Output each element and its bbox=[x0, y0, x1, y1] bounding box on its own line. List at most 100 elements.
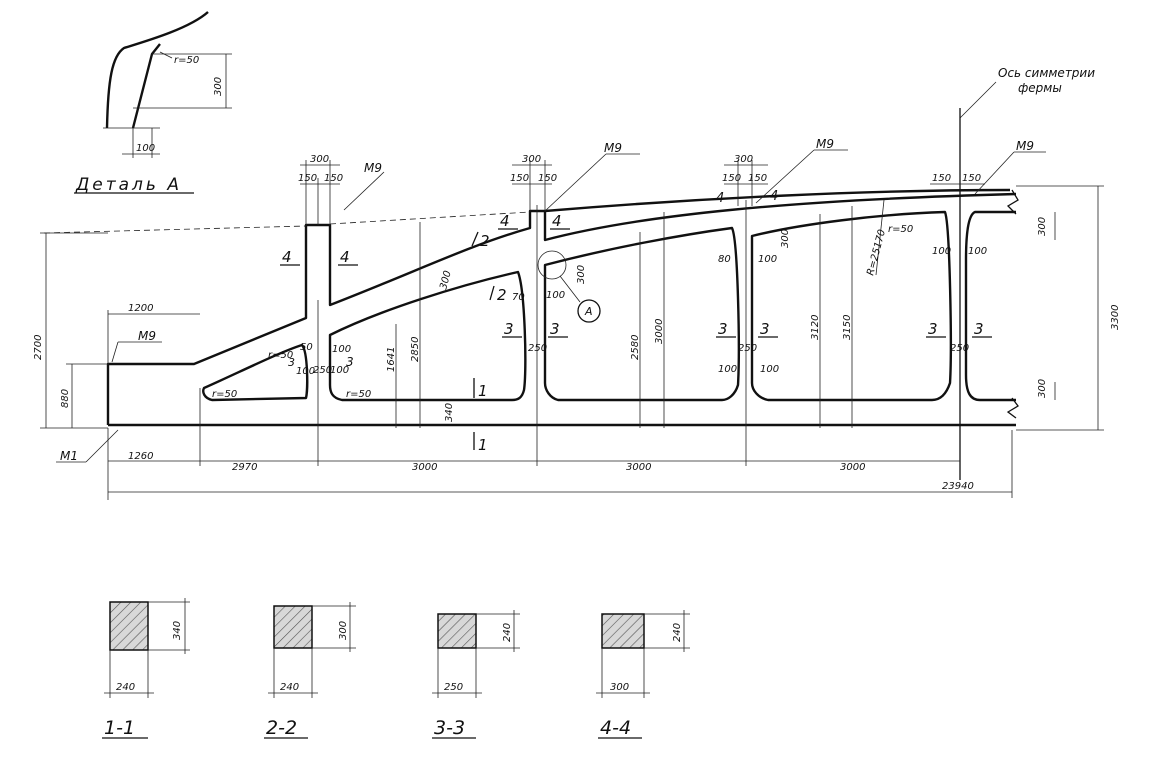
sec4-title: 4-4 bbox=[600, 717, 631, 739]
mark-3-g: 3 bbox=[346, 355, 354, 369]
dim-300-chord: 300 bbox=[438, 269, 454, 290]
r50-panel1b: r=50 bbox=[268, 350, 293, 361]
dim-340: 340 bbox=[444, 403, 455, 422]
p4-left: 150 bbox=[932, 173, 951, 184]
p3-right: 150 bbox=[748, 173, 767, 184]
mark-4-e: 4 bbox=[716, 191, 724, 206]
dim-1641: 1641 bbox=[386, 347, 397, 372]
radius-big: R=25170 bbox=[865, 228, 888, 276]
dim-1200: 1200 bbox=[128, 303, 153, 314]
p2-top: 300 bbox=[522, 154, 541, 165]
dim-100-h: 100 bbox=[932, 246, 951, 257]
dim-250-a: 250 bbox=[313, 365, 332, 376]
mark-3-a: 3 bbox=[504, 320, 514, 338]
mark-4-a: 4 bbox=[282, 248, 292, 266]
p1-right: 150 bbox=[324, 173, 343, 184]
detail-radius-label: r=50 bbox=[174, 55, 199, 66]
dim-total: 23940 bbox=[942, 481, 974, 492]
truss-outline bbox=[43, 188, 1019, 427]
sec2-width: 240 bbox=[280, 682, 299, 693]
m9-label-top-left: М9 bbox=[364, 161, 382, 175]
detail-title: Деталь А bbox=[75, 175, 182, 195]
sec2-title: 2-2 bbox=[266, 717, 297, 739]
dim-100-c: 100 bbox=[332, 344, 351, 355]
detail-height-label: 300 bbox=[213, 77, 224, 96]
dim-3000-c: 3000 bbox=[840, 462, 865, 473]
dim-250-b: 250 bbox=[528, 343, 547, 354]
detail-a: r=50 300 100 Деталь А bbox=[74, 11, 232, 195]
sec4-width: 300 bbox=[610, 682, 629, 693]
dim-100-b: 100 bbox=[330, 365, 349, 376]
dim-100-i: 100 bbox=[968, 246, 987, 257]
sec1-width: 240 bbox=[116, 682, 135, 693]
section-4-4: 240 300 4-4 bbox=[596, 610, 690, 739]
sec1-height: 340 bbox=[172, 621, 183, 640]
dim-50: 50 bbox=[300, 342, 313, 353]
sec2-height: 300 bbox=[338, 621, 349, 640]
m9-label-3: М9 bbox=[1016, 139, 1034, 153]
p3-left: 150 bbox=[722, 173, 741, 184]
section-3-3: 240 250 3-3 bbox=[432, 610, 520, 739]
dim-3150: 3150 bbox=[842, 315, 853, 340]
dim-70: 70 bbox=[512, 292, 525, 303]
section-1-1: 340 240 1-1 bbox=[102, 598, 190, 739]
dim-3000-v: 3000 bbox=[654, 319, 665, 344]
dim-300-p4: 300 bbox=[780, 229, 791, 248]
dim-100-f: 100 bbox=[760, 364, 779, 375]
dim-250-d: 250 bbox=[950, 343, 969, 354]
sec3-title: 3-3 bbox=[434, 717, 465, 739]
mark-4-f: 4 bbox=[770, 189, 778, 204]
p3-top: 300 bbox=[734, 154, 753, 165]
dim-3120: 3120 bbox=[810, 315, 821, 340]
p2-left: 150 bbox=[510, 173, 529, 184]
mark-3-h: 3 bbox=[288, 356, 295, 369]
symmetry-axis: Ось симметрии фермы bbox=[959, 66, 1095, 480]
dim-300-right-bottom: 300 bbox=[1037, 379, 1048, 398]
dim-1260: 1260 bbox=[128, 451, 153, 462]
dim-2850: 2850 bbox=[410, 337, 421, 362]
dim-80: 80 bbox=[718, 254, 731, 265]
dim-2580: 2580 bbox=[630, 335, 641, 360]
sec3-height: 240 bbox=[502, 623, 513, 642]
m9-label-1: М9 bbox=[604, 141, 622, 155]
dim-100-g: 100 bbox=[758, 254, 777, 265]
dim-300-right-top: 300 bbox=[1037, 217, 1048, 236]
symmetry-label-line1: Ось симметрии bbox=[998, 66, 1095, 80]
dim-100-e: 100 bbox=[718, 364, 737, 375]
dim-3300: 3300 bbox=[1110, 305, 1121, 330]
mark-2-b: 2 bbox=[497, 286, 507, 304]
r50-panel2: r=50 bbox=[346, 389, 371, 400]
mark-4-d: 4 bbox=[552, 212, 562, 230]
p1-left: 150 bbox=[298, 173, 317, 184]
dimension-lines bbox=[40, 149, 1104, 500]
sec3-width: 250 bbox=[444, 682, 463, 693]
detail-width-label: 100 bbox=[136, 143, 155, 154]
mark-4-c: 4 bbox=[500, 212, 510, 230]
dim-3000-b: 3000 bbox=[626, 462, 651, 473]
section-marks: 4 4 4 4 4 4 2 2 3 3 3 3 3 3 3 3 1 1 bbox=[280, 189, 992, 454]
dim-250-c: 250 bbox=[738, 343, 757, 354]
dim-2970: 2970 bbox=[232, 462, 257, 473]
circle-a-label: А bbox=[584, 305, 593, 318]
dimension-texts: 2700 880 3300 1200 1260 2970 3000 3000 3… bbox=[33, 137, 1121, 492]
p4-right: 150 bbox=[962, 173, 981, 184]
mark-1-b: 1 bbox=[478, 436, 488, 454]
mark-3-f: 3 bbox=[974, 320, 984, 338]
r50-panel4: r=50 bbox=[888, 224, 913, 235]
p1-top: 300 bbox=[310, 154, 329, 165]
mark-4-b: 4 bbox=[340, 248, 350, 266]
m9-label-left: М9 bbox=[138, 329, 156, 343]
mark-3-d: 3 bbox=[760, 320, 770, 338]
dim-100-d: 100 bbox=[546, 290, 565, 301]
sec1-title: 1-1 bbox=[104, 717, 135, 739]
mark-1-a: 1 bbox=[478, 382, 488, 400]
dim-3000-a: 3000 bbox=[412, 462, 437, 473]
mark-3-e: 3 bbox=[928, 320, 938, 338]
p2-right: 150 bbox=[538, 173, 557, 184]
m9-label-2: М9 bbox=[816, 137, 834, 151]
dim-300-a: 300 bbox=[576, 265, 587, 284]
dim-2700: 2700 bbox=[33, 335, 44, 360]
dim-100-a: 100 bbox=[296, 366, 315, 377]
mark-3-c: 3 bbox=[718, 320, 728, 338]
